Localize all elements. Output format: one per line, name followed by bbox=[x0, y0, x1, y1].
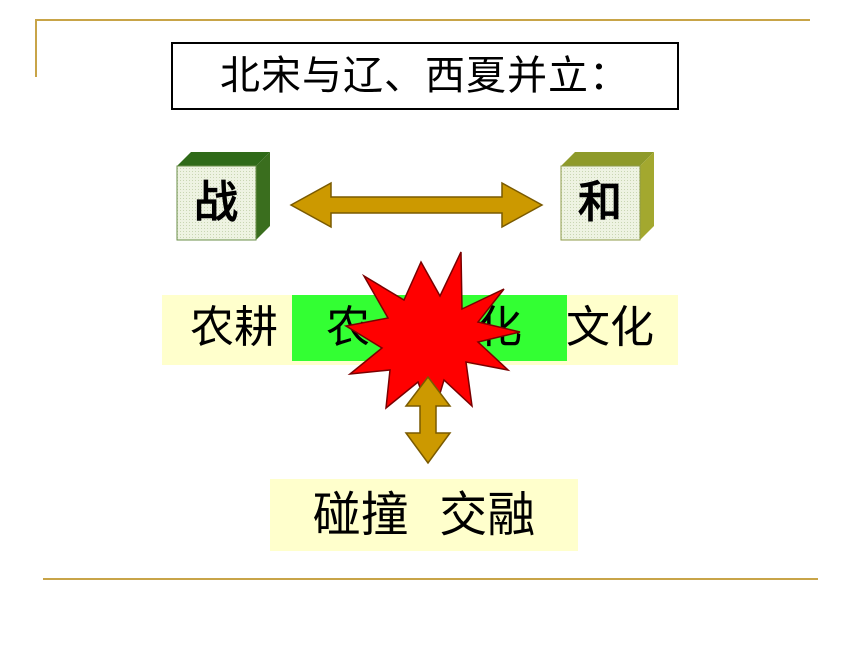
cube-zhan bbox=[176, 152, 270, 241]
text-wenhua: 文化 bbox=[566, 302, 654, 353]
box-label-zhan: 战 bbox=[194, 177, 238, 228]
box-label-he: 和 bbox=[578, 177, 622, 228]
frame-line-left bbox=[35, 19, 37, 77]
frame-line-top bbox=[35, 19, 810, 21]
title-box bbox=[171, 42, 679, 110]
frame-line-bottom bbox=[43, 578, 818, 580]
cube-he bbox=[560, 152, 654, 241]
double-arrow-vertical bbox=[404, 375, 452, 465]
double-arrow-horizontal bbox=[289, 181, 544, 229]
page-title: 北宋与辽、西夏并立： bbox=[220, 53, 630, 99]
result-box bbox=[270, 479, 578, 551]
explosion-burst-icon bbox=[343, 251, 521, 423]
result-text: 碰撞 交融 bbox=[312, 487, 536, 543]
text-nonggeng: 农耕 bbox=[190, 302, 278, 353]
